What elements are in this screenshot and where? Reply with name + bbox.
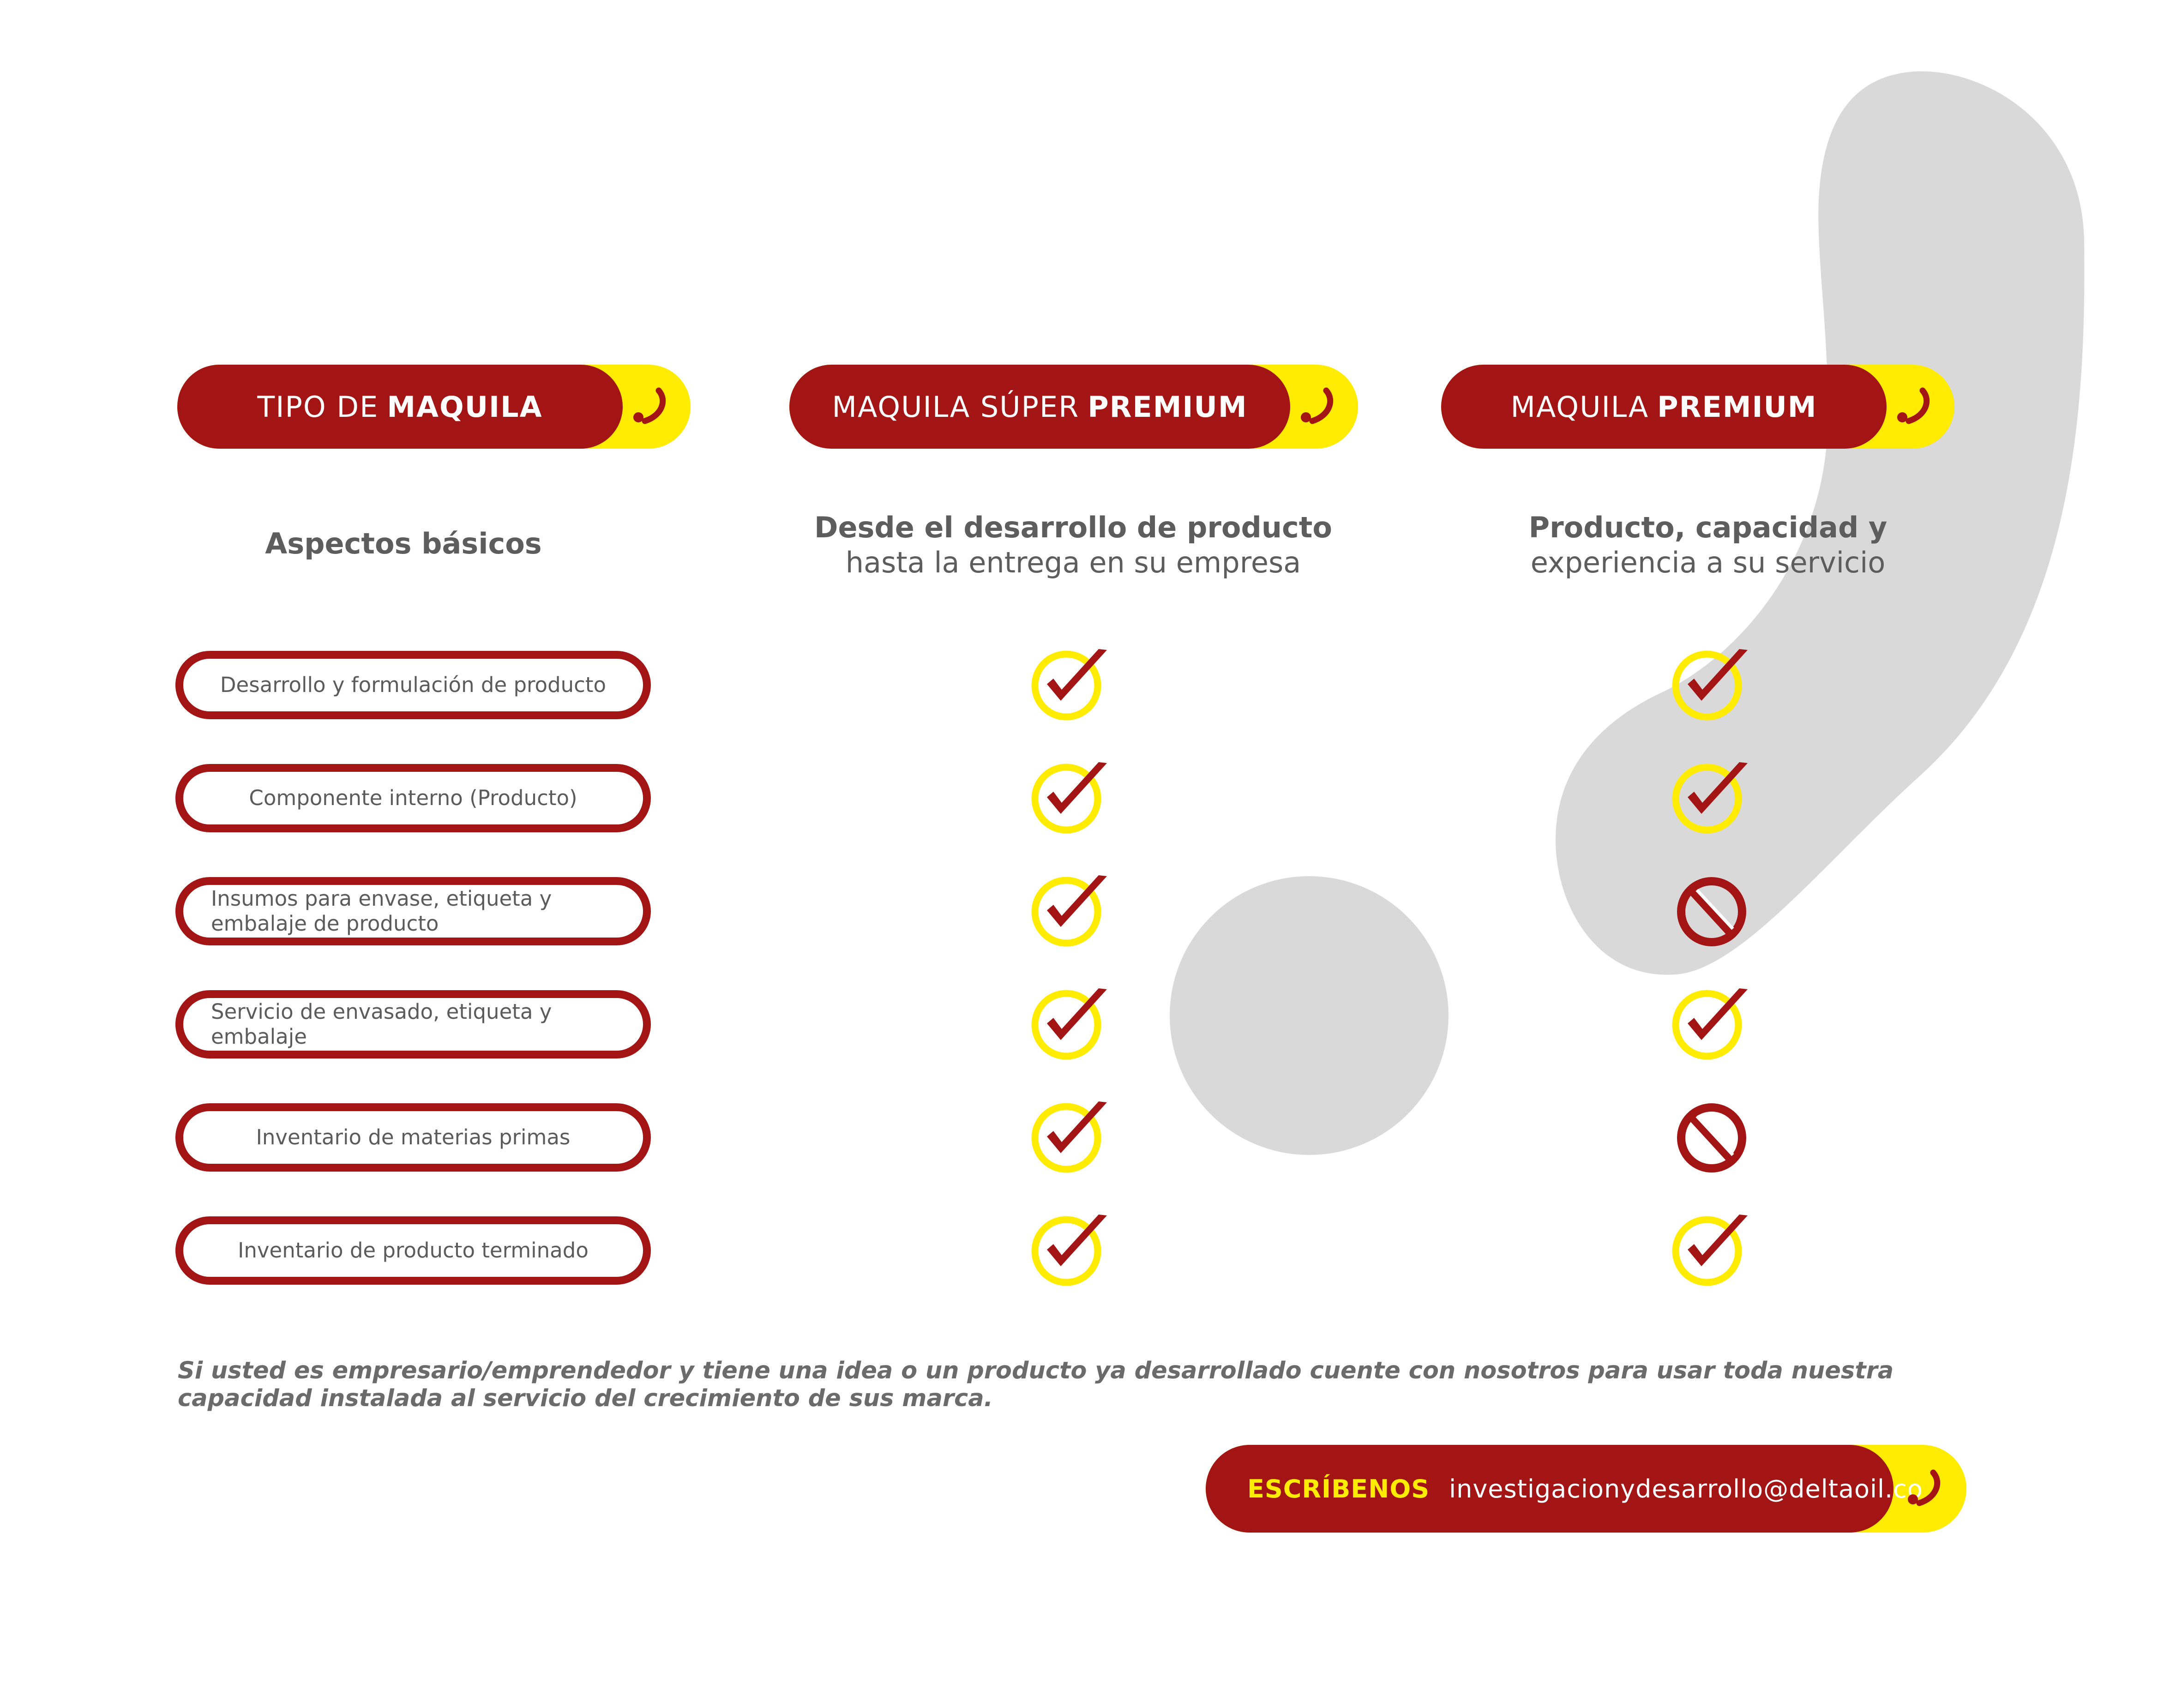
subtitle-premium: Producto, capacidad y experiencia a su s… (1431, 510, 1985, 580)
check-circle-icon (1672, 1215, 1748, 1286)
status-super-premium (1029, 642, 1112, 725)
header-prefix: TIPO DE (257, 390, 379, 424)
contact-label-area: ESCRÍBENOS investigacionydesarrollo@delt… (1206, 1445, 1923, 1533)
subtitle-strong: Desde el desarrollo de producto (814, 511, 1332, 544)
subtitle-tipo: Aspectos básicos (177, 526, 630, 561)
aspect-item: Servicio de envasado, etiqueta y embalaj… (175, 990, 651, 1058)
status-premium (1670, 755, 1753, 838)
check-circle-icon (1672, 988, 1748, 1060)
aspect-item: Componente interno (Producto) (175, 764, 651, 832)
status-super-premium (1029, 1207, 1112, 1290)
subtitle-strong: Producto, capacidad y (1528, 511, 1887, 544)
check-circle-icon (1031, 762, 1107, 834)
status-super-premium (1029, 868, 1112, 951)
subtitle-super-premium: Desde el desarrollo de producto hasta la… (757, 510, 1389, 580)
phone-mark-icon (1897, 387, 1930, 424)
subtitle-light: hasta la entrega en su empresa (845, 546, 1301, 579)
header-prefix: MAQUILA SÚPER (832, 390, 1080, 424)
contact-pill[interactable]: ESCRÍBENOS investigacionydesarrollo@delt… (1206, 1445, 1966, 1533)
status-super-premium (1029, 981, 1112, 1064)
check-circle-icon (1031, 1215, 1107, 1286)
phone-mark-icon (633, 387, 666, 424)
check-circle-icon (1031, 1101, 1107, 1173)
subtitle-light: experiencia a su servicio (1530, 546, 1886, 579)
gray-circle-shape (1170, 876, 1449, 1155)
status-super-premium (1029, 1094, 1112, 1177)
aspect-item: Inventario de materias primas (175, 1103, 651, 1172)
check-circle-icon (1031, 988, 1107, 1060)
check-circle-icon (1672, 762, 1748, 834)
info-note: Si usted es empresario/emprendedor y tie… (178, 1357, 1894, 1412)
phone-mark-icon (1908, 1469, 1941, 1506)
aspect-item: Insumos para envase, etiqueta y embalaje… (175, 877, 651, 945)
header-prefix: MAQUILA (1510, 390, 1649, 424)
aspect-item: Inventario de producto terminado (175, 1216, 651, 1285)
status-premium (1670, 1207, 1753, 1290)
gray-curve-shape (1556, 71, 2085, 975)
header-bold: PREMIUM (1657, 390, 1817, 424)
status-premium (1670, 642, 1753, 725)
aspect-item: Desarrollo y formulación de producto (175, 651, 651, 719)
status-premium (1670, 868, 1753, 951)
prohibited-icon (1677, 877, 1746, 946)
status-super-premium (1029, 755, 1112, 838)
header-bold: MAQUILA (387, 390, 543, 424)
status-premium (1670, 1094, 1753, 1177)
check-circle-icon (1031, 875, 1107, 947)
prohibited-icon (1677, 1103, 1746, 1173)
phone-mark-icon (1301, 387, 1334, 424)
check-circle-icon (1031, 649, 1107, 721)
check-circle-icon (1672, 649, 1748, 721)
status-premium (1670, 981, 1753, 1064)
subtitle-strong: Aspectos básicos (265, 527, 542, 560)
header-bold: PREMIUM (1088, 390, 1248, 424)
contact-label: ESCRÍBENOS (1247, 1474, 1430, 1504)
contact-email-link[interactable]: investigacionydesarrollo@deltaoil.co (1449, 1474, 1923, 1504)
